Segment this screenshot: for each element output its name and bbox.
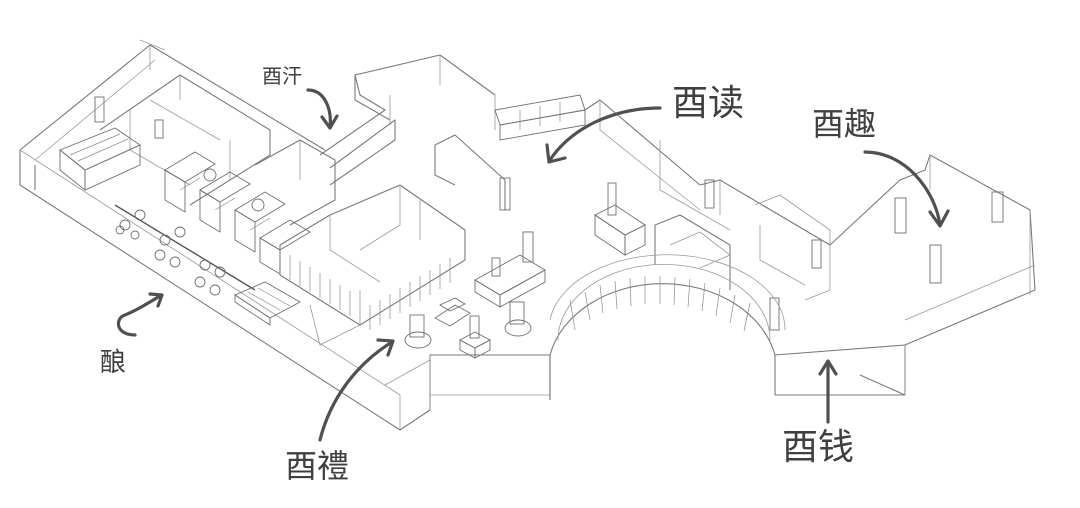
label-top-left: 酉汗 <box>262 64 302 88</box>
arrow-left <box>116 292 164 337</box>
label-top-right: 酉趣 <box>812 105 877 143</box>
arrow-top-center <box>545 106 662 164</box>
corridor <box>319 54 496 186</box>
front-facade <box>399 254 906 431</box>
center-island <box>594 182 731 290</box>
booths <box>164 151 311 275</box>
label-bottom-center: 酉禮 <box>285 447 350 485</box>
arrow-bottom-center <box>318 338 395 442</box>
top-shelving <box>434 94 586 211</box>
central-block <box>279 184 466 346</box>
arrow-top-left <box>306 88 339 130</box>
back-rooms <box>99 74 336 226</box>
label-bottom-right: 酉钱 <box>782 427 855 468</box>
left-wing-walls <box>19 39 431 431</box>
long-table <box>234 281 301 326</box>
label-top-center: 酉读 <box>672 83 745 124</box>
chairs-row <box>114 204 256 296</box>
bar-counter <box>59 96 164 191</box>
label-left: 酿 <box>100 348 127 378</box>
display-area <box>404 231 546 359</box>
arrow-top-right <box>863 150 950 228</box>
right-wing-walls <box>584 99 1036 396</box>
arrow-bottom-right <box>818 359 838 424</box>
